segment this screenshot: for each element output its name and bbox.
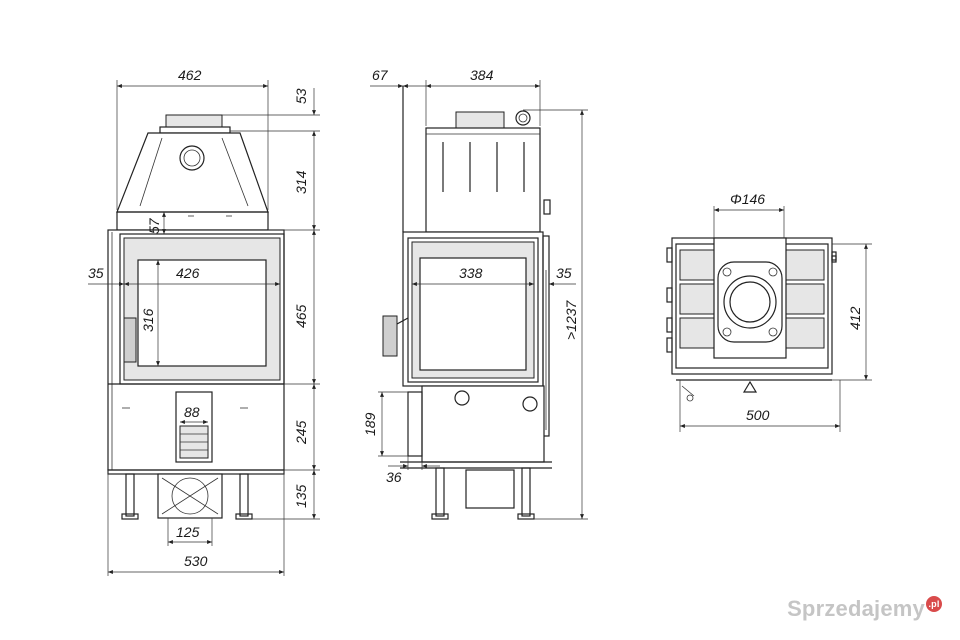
dim-side-back-offset: 67	[372, 67, 389, 83]
front-hood-opening	[179, 145, 205, 171]
side-glass	[419, 257, 527, 371]
dim-front-leg-height: 135	[293, 484, 309, 508]
side-hood	[425, 127, 541, 233]
front-ash-door	[175, 391, 213, 463]
dim-front-side-offset: 35	[88, 265, 104, 281]
dim-front-hood-height: 314	[293, 170, 309, 194]
dim-front-base-height: 245	[293, 420, 309, 445]
side-door-handle	[382, 315, 398, 357]
side-door-frame	[407, 237, 539, 383]
top-view	[666, 237, 837, 402]
dim-front-top-width: 462	[178, 67, 202, 83]
side-view	[382, 86, 552, 520]
dim-side-glass-width: 338	[459, 265, 483, 281]
dim-front-outlet-width: 125	[176, 524, 200, 540]
top-flue-outer	[723, 275, 777, 329]
side-base	[421, 385, 545, 463]
dim-front-ash-width: 88	[184, 404, 200, 420]
side-dimensions: 67 384 338 35 >1237 189 36	[362, 67, 588, 520]
dim-front-total-width: 530	[184, 553, 208, 569]
dim-front-glass-height: 316	[140, 308, 156, 332]
top-flue-inner	[729, 281, 771, 323]
side-air-outlet	[465, 469, 515, 509]
dim-front-hood-offset: 57	[146, 217, 162, 234]
dim-side-air-height: 189	[362, 412, 378, 436]
dim-top-flue-diameter: Φ146	[730, 191, 765, 207]
dim-top-width: 500	[746, 407, 770, 423]
watermark-text: Sprzedajemy	[787, 596, 925, 621]
dim-side-depth: 384	[470, 67, 494, 83]
top-dimensions: Φ146 412 500	[679, 191, 872, 432]
dim-front-door-height: 465	[293, 304, 309, 328]
side-flue-collar	[455, 111, 505, 129]
dim-top-depth: 412	[847, 306, 863, 330]
front-flue-flange	[159, 126, 231, 134]
front-dimensions: 462 53 314 465 245 135 57 35 426 316 88	[88, 67, 320, 576]
front-flue-collar	[165, 114, 223, 128]
dim-side-total-height: >1237	[563, 299, 579, 340]
dim-front-glass-width: 426	[176, 265, 200, 281]
watermark-suffix: .pl	[926, 596, 942, 612]
dim-front-flue-height: 53	[293, 88, 309, 104]
front-view	[107, 114, 285, 520]
front-hood-band	[116, 211, 269, 231]
dim-side-air-offset: 36	[386, 469, 402, 485]
dim-side-side-offset: 35	[556, 265, 572, 281]
front-door-handle	[123, 317, 137, 363]
sprzedajemy-watermark: Sprzedajemy.pl	[787, 596, 942, 622]
